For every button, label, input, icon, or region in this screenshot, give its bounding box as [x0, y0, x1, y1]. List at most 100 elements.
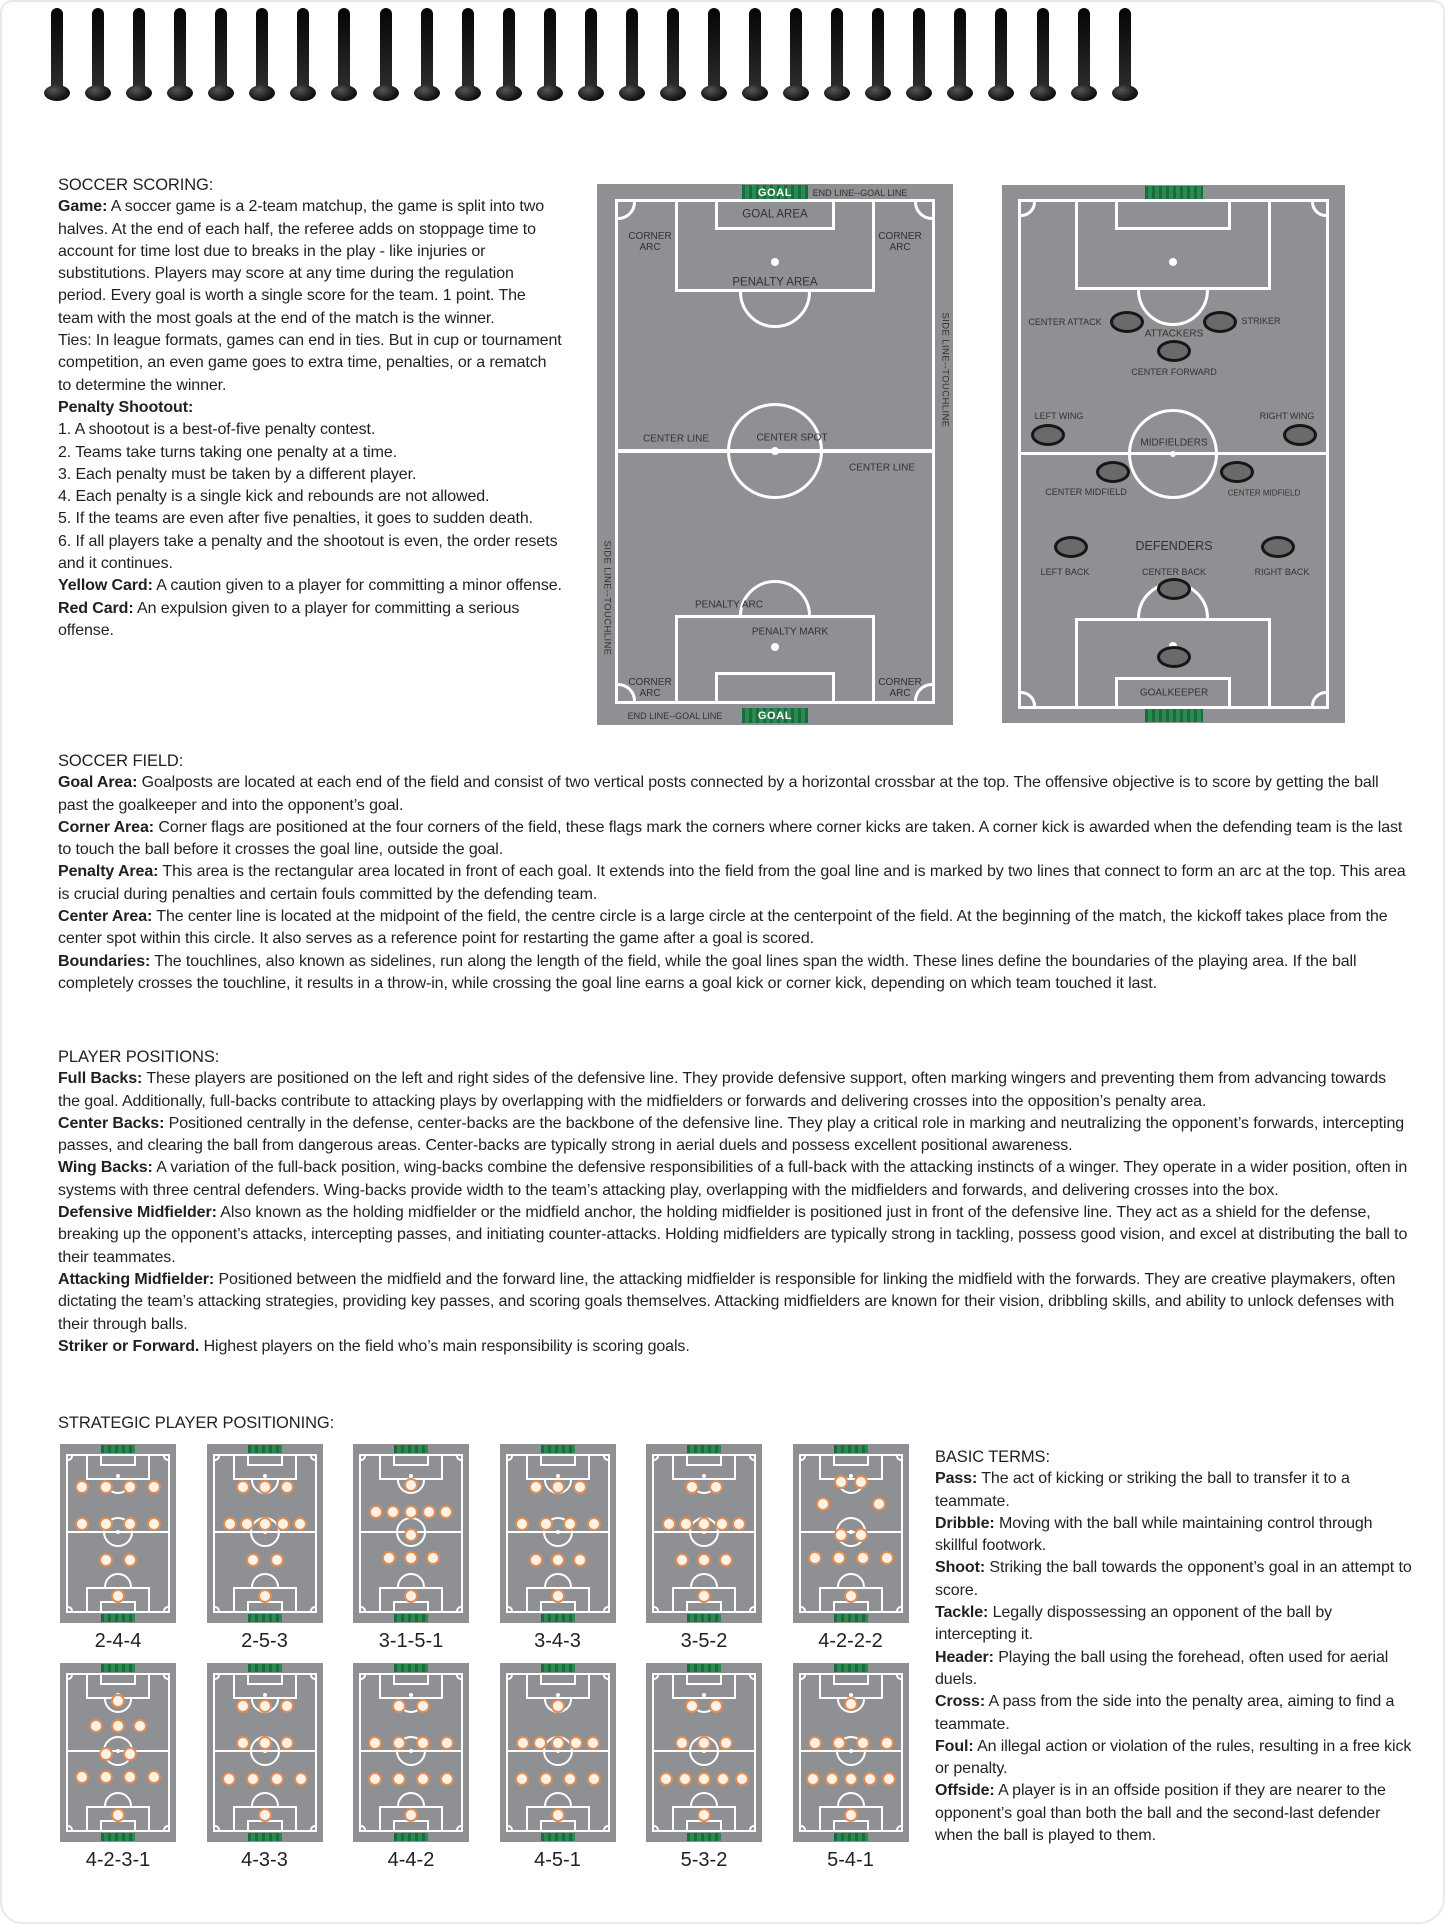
binding-pin	[577, 8, 604, 101]
player-dot	[719, 1736, 733, 1751]
player-dot	[853, 1528, 868, 1543]
binding-pin	[536, 8, 563, 101]
player-positions-text: Full Backs: These players are positioned…	[58, 1068, 1410, 1358]
binding-pin	[208, 8, 235, 101]
term-text: This area is the rectangular area locate…	[58, 863, 1406, 903]
paragraph: Goal Area: Goalposts are located at each…	[58, 772, 1410, 817]
paragraph: Defensive Midfielder: Also known as the …	[58, 1202, 1410, 1269]
player-dot	[675, 1552, 689, 1567]
paragraph: Penalty Shootout:	[58, 397, 563, 419]
soccer-scoring-text: Game: A soccer game is a 2-team matchup,…	[58, 196, 563, 642]
paragraph: Full Backs: These players are positioned…	[58, 1068, 1410, 1113]
term-lead: Yellow Card:	[58, 577, 153, 595]
mini-field	[206, 1444, 323, 1623]
formation-4-3-3: 4-3-3	[206, 1663, 323, 1872]
mini-field	[60, 1444, 176, 1623]
term-text: 4. Each penalty is a single kick and reb…	[58, 488, 490, 506]
term-lead: Center Area:	[58, 908, 153, 926]
binding-pin	[454, 8, 481, 101]
player-dot	[257, 1736, 272, 1751]
center-forward-label: CENTER FORWARD	[1131, 366, 1217, 377]
term-text: 5. If the teams are even after five pena…	[58, 510, 533, 528]
corner-arc-shape	[914, 202, 932, 220]
binding-pin	[659, 8, 686, 101]
player-dot	[439, 1504, 453, 1519]
corner-arc-label-tr: CORNER ARC	[878, 230, 922, 253]
binding-pin	[783, 8, 810, 101]
player-dot	[550, 1699, 565, 1713]
player-dot	[245, 1771, 260, 1786]
mini-field	[646, 1444, 762, 1623]
left-back-label: LEFT BACK	[1040, 566, 1090, 577]
binding-pin-bar	[92, 8, 105, 92]
term-lead: Penalty Shootout:	[58, 398, 194, 416]
player-dot	[538, 1517, 553, 1532]
binding-pin	[413, 8, 440, 101]
player-dot	[257, 1517, 272, 1532]
section-heading-soccer-field: SOCCER FIELD:	[58, 752, 184, 770]
binding-pin	[126, 8, 153, 101]
player-dot	[392, 1736, 406, 1751]
player-dot	[416, 1736, 430, 1751]
formation-5-4-1: 5-4-1	[792, 1663, 909, 1872]
player-dot	[532, 1736, 547, 1751]
player-dot	[416, 1771, 430, 1786]
binding-pin-bar	[338, 8, 351, 92]
term-lead: Game:	[58, 198, 108, 216]
goal-box-top	[1115, 202, 1231, 230]
binding-pin	[742, 8, 769, 101]
player-center-midfield-left	[1096, 461, 1130, 483]
right-wing-label: RIGHT WING	[1259, 410, 1315, 421]
mini-field	[499, 1444, 616, 1623]
corner-arc-shape	[1021, 691, 1036, 706]
binding-pin-head	[988, 85, 1015, 101]
player-dot	[550, 1480, 565, 1494]
term-lead: Full Backs:	[58, 1070, 143, 1088]
player-dot	[855, 1736, 870, 1751]
player-center-forward	[1157, 340, 1191, 362]
player-dot	[147, 1517, 161, 1532]
corner-arc-shape	[914, 683, 932, 701]
binding-pin-head	[742, 85, 769, 101]
player-dot	[123, 1747, 137, 1762]
player-dot	[843, 1771, 858, 1786]
paragraph: Boundaries: The touchlines, also known a…	[58, 951, 1410, 996]
penalty-spot-top	[771, 258, 779, 266]
player-dot	[824, 1771, 839, 1786]
binding-pin-bar	[297, 8, 310, 92]
formation-label: 2-5-3	[241, 1630, 288, 1652]
player-dot	[572, 1480, 587, 1494]
center-midfield-left-label: CENTER MIDFIELD	[1045, 486, 1127, 497]
term-lead: Striker or Forward.	[58, 1337, 200, 1355]
term-text: 2. Teams take turns taking one penalty a…	[58, 443, 397, 461]
center-circle	[727, 403, 823, 499]
term-text: Moving with the ball while maintaining c…	[935, 1514, 1373, 1555]
soccer-field-diagram: GOAL END LINE--GOAL LINE SIDE LINE--TOUC…	[597, 184, 953, 725]
center-spot-label: CENTER SPOT	[756, 432, 828, 444]
player-dot	[368, 1771, 382, 1786]
player-left-back	[1054, 536, 1088, 558]
goal-box-bottom	[715, 672, 835, 701]
binding-pin	[1111, 8, 1138, 101]
formation-label: 5-4-1	[827, 1849, 874, 1871]
term-text: 6. If all players take a penalty and the…	[58, 532, 558, 573]
paragraph: Center Backs: Positioned centrally in th…	[58, 1113, 1410, 1158]
binding-pin-head	[1111, 85, 1138, 101]
player-dot	[123, 1552, 137, 1567]
corner-arc-label-bl: CORNER ARC	[628, 676, 672, 699]
term-text: An expulsion given to a player for commi…	[58, 599, 520, 639]
paragraph: Header: Playing the ball using the foreh…	[935, 1647, 1413, 1692]
binding-pin-head	[167, 85, 194, 101]
player-dot	[269, 1771, 284, 1786]
term-text: An illegal action or violation of the ru…	[935, 1737, 1412, 1778]
term-lead: Header:	[935, 1648, 994, 1666]
goalkeeper-dot	[843, 1807, 858, 1822]
term-lead: Corner Area:	[58, 818, 155, 836]
mini-field	[60, 1663, 176, 1842]
term-text: 3. Each penalty must be taken by a diffe…	[58, 465, 417, 483]
player-dot	[279, 1736, 294, 1751]
binding-pin-bar	[51, 8, 63, 92]
player-dot	[514, 1771, 529, 1786]
player-dot	[269, 1552, 284, 1567]
center-line-label-left: CENTER LINE	[642, 433, 710, 445]
